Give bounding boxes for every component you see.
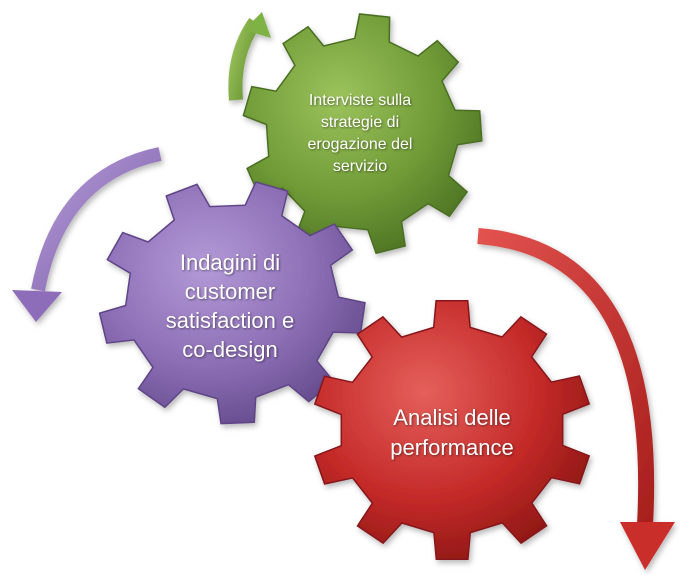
green-arrow [228, 12, 271, 101]
red-arrow [477, 228, 675, 570]
red-gear [313, 300, 591, 560]
purple-gear [98, 181, 366, 425]
purple-arrow [12, 147, 162, 322]
green-gear [242, 13, 483, 255]
